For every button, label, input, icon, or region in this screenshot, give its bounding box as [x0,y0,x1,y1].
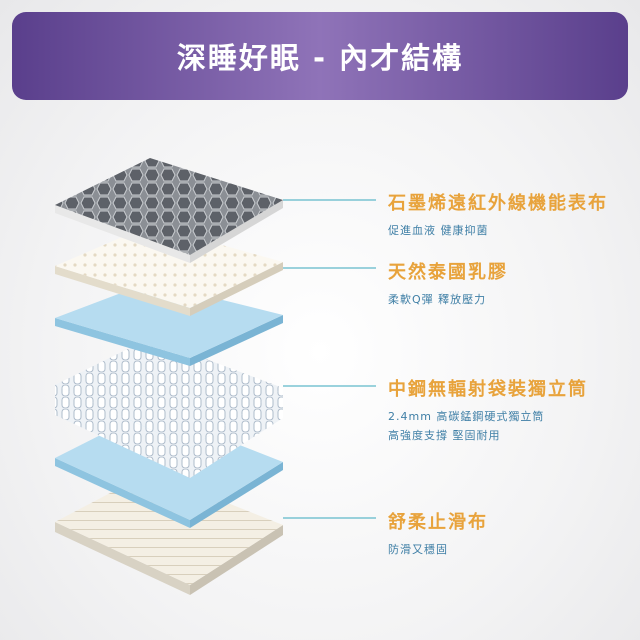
layer-desc-line: 高強度支撐 堅固耐用 [388,429,501,442]
label-anti-slip-fabric: 舒柔止滑布 防滑又穩固 [388,508,488,559]
layer-title: 中鋼無輻射袋裝獨立筒 [388,379,588,400]
layer-desc: 防滑又穩固 [388,543,448,556]
label-latex: 天然泰國乳膠 柔軟Q彈 釋放壓力 [388,258,508,309]
layer-pocket-springs [55,338,283,478]
layer-title: 石墨烯遠紅外線機能表布 [388,193,608,214]
layer-desc: 促進血液 健康抑菌 [388,224,489,237]
page-title: 深睡好眠 - 內才結構 [176,41,464,75]
layer-title: 舒柔止滑布 [388,512,488,533]
layer-blue-foam-upper [55,282,283,366]
title-banner: 深睡好眠 - 內才結構 [12,12,628,100]
layer-graphene-fabric [55,158,283,263]
layer-title: 天然泰國乳膠 [388,262,508,283]
layer-desc: 2.4mm 高碳錳鋼硬式獨立筒 高強度支撐 堅固耐用 [388,407,588,445]
layer-desc: 柔軟Q彈 釋放壓力 [388,293,487,306]
label-graphene-fabric: 石墨烯遠紅外線機能表布 促進血液 健康抑菌 [388,189,608,240]
label-pocket-springs: 中鋼無輻射袋裝獨立筒 2.4mm 高碳錳鋼硬式獨立筒 高強度支撐 堅固耐用 [388,375,588,445]
layer-desc-line: 2.4mm 高碳錳鋼硬式獨立筒 [388,410,545,423]
layer-latex [55,225,283,316]
layer-anti-slip-fabric [55,472,283,595]
